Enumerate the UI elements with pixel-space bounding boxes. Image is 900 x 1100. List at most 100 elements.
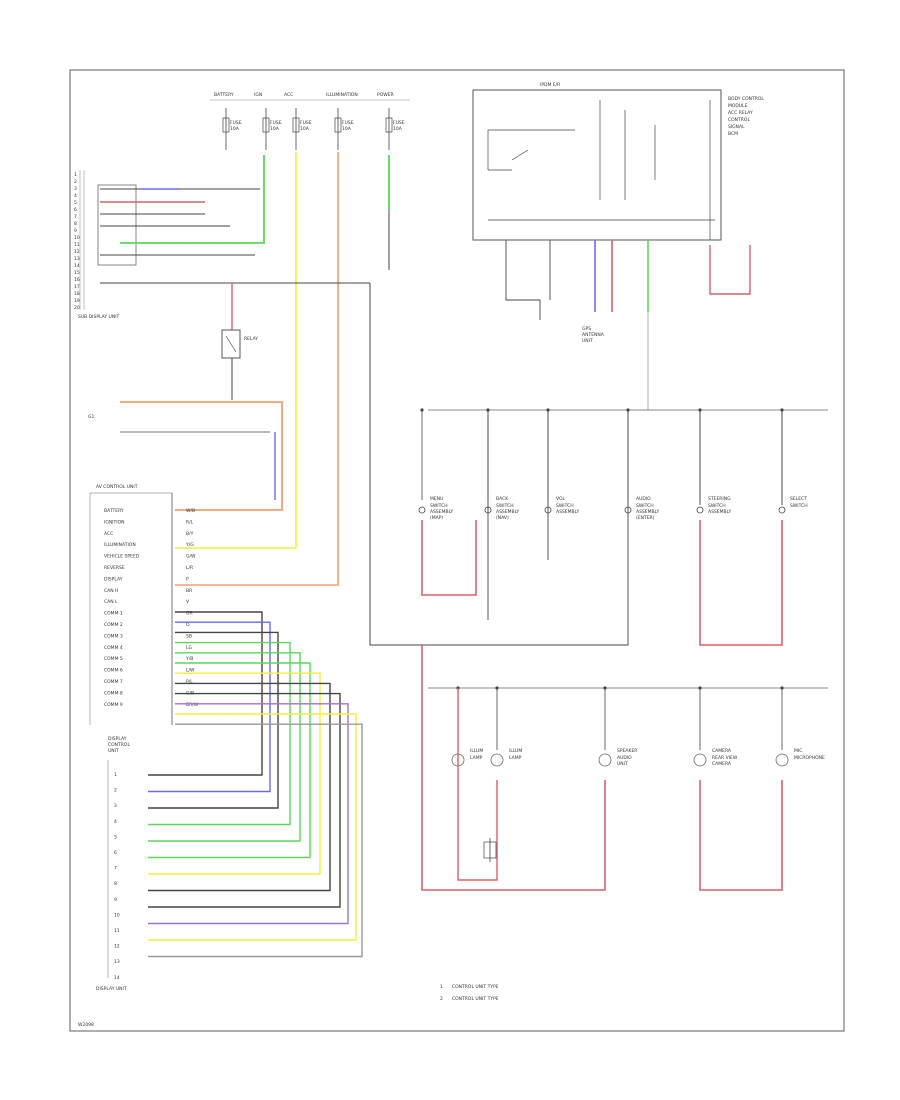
note-text: CONTROL UNIT TYPE	[452, 996, 499, 1002]
bottom-left-label: DISPLAY UNIT	[96, 986, 127, 992]
display-module-pin: 10	[114, 912, 120, 918]
top-right-title: IPDM E/R	[540, 82, 560, 88]
relay-label: RELAY	[244, 336, 258, 342]
gps-unit: GPS ANTENNA UNIT	[582, 326, 605, 344]
control-unit-pin-code: SB	[186, 633, 192, 639]
display-module-pin: 3	[114, 803, 117, 809]
left-pin-label: 10	[74, 235, 80, 241]
lamp-label: ILLUM	[470, 748, 483, 754]
display-module-pin: 9	[114, 897, 117, 903]
control-unit-pin-name: CAN L	[104, 599, 118, 605]
control-unit-pin-code: L/R	[186, 565, 193, 571]
fuse-label: IGN	[254, 92, 262, 98]
top-right-line: BCM	[728, 131, 738, 137]
top-right-line: SIGNAL	[728, 124, 745, 130]
lamp-label: CAMERA	[712, 748, 732, 754]
control-unit-pin-code: GR	[186, 611, 193, 617]
top-fuse-block: BATTERYFUSE10AIGNFUSE10AACCFUSE10AILLUMI…	[214, 92, 405, 150]
display-module-line-2: UNIT	[108, 748, 119, 754]
ground-label-top: G1	[88, 414, 94, 420]
control-unit-pin-name: IGNITION	[104, 519, 125, 525]
display-module-pin: 13	[114, 959, 120, 965]
control-unit-pin-code: L/W	[186, 668, 195, 674]
control-unit-pin-name: COMM 4	[104, 645, 123, 651]
control-unit-wire	[148, 652, 301, 842]
top-right-line: ACC RELAY	[728, 110, 753, 116]
left-pin-label: 5	[74, 200, 77, 206]
fuse-element	[385, 117, 393, 133]
relay: RELAY	[221, 329, 258, 400]
control-unit-wire	[148, 621, 271, 793]
control-unit-wire	[148, 682, 331, 892]
control-unit-pin-name: VEHICLE SPEED	[104, 554, 140, 560]
switch-label: AUDIO	[636, 496, 651, 502]
control-unit-pin-name: ILLUMINATION	[104, 542, 136, 548]
switch-desc: ASSEMBLY	[556, 509, 580, 515]
top-right-drops	[505, 240, 751, 410]
display-module-pin: 6	[114, 850, 117, 856]
left-pin-label: 4	[74, 193, 77, 199]
display-module-pin: 12	[114, 944, 120, 950]
fuse-element	[292, 117, 300, 133]
orange-feed: G1	[88, 401, 283, 511]
switch-desc: SWITCH	[556, 503, 574, 509]
switch-desc: SWITCH	[708, 503, 726, 509]
lamp-bulb	[693, 753, 707, 767]
lamp-ground-wiring	[421, 645, 783, 891]
switch-desc: ASSEMBLY	[430, 509, 454, 515]
control-unit-pin-code: R/L	[186, 519, 194, 525]
control-unit-pin-name: COMM 3	[104, 633, 123, 639]
control-unit-pin-code: BR	[186, 588, 192, 594]
control-unit-pin-code: P	[186, 576, 189, 582]
top-right-line: CONTROL	[728, 117, 750, 123]
fuse-word: FUSE	[393, 120, 405, 126]
fuse-label: ACC	[284, 92, 293, 98]
lamp-label: ILLUM	[509, 748, 522, 754]
gps-line-2: ANTENNA	[582, 332, 605, 338]
left-pin-label: 19	[74, 298, 80, 304]
fuse-label: BATTERY	[214, 92, 234, 98]
display-module-pin: 5	[114, 834, 117, 840]
left-pin-label: 9	[74, 228, 77, 234]
left-pin-label: 3	[74, 186, 77, 192]
control-unit-pin-code: V	[186, 599, 190, 605]
lamp-bulb	[775, 753, 789, 767]
control-unit-wires	[148, 611, 363, 958]
left-pin-label: 8	[74, 221, 77, 227]
switch-desc: (MAP)	[430, 515, 443, 521]
left-pin-label: 2	[74, 179, 77, 185]
control-unit-wire	[148, 641, 291, 826]
display-module-pin: 1	[114, 772, 117, 778]
left-pin-label: 6	[74, 207, 77, 213]
fuse-amps: 10A	[230, 126, 240, 132]
switch-desc: SWITCH	[790, 503, 808, 509]
control-unit-pin-name: ACC	[104, 531, 113, 537]
control-unit-wire	[148, 713, 357, 941]
control-unit-pin-name: DISPLAY	[104, 576, 123, 582]
lamp-desc: AUDIO	[617, 755, 632, 761]
lamp-row: ILLUMLAMPILLUMLAMPSPEAKERAUDIOUNITCAMERA…	[451, 686, 825, 767]
control-unit-pin-name: BATTERY	[104, 508, 124, 514]
note-text: CONTROL UNIT TYPE	[452, 984, 499, 990]
lamp-bulb	[490, 753, 504, 767]
left-pin-label: 7	[74, 214, 77, 220]
lamp-bulb	[598, 753, 612, 767]
display-module-pin: 4	[114, 819, 117, 825]
switch-label: MENU	[430, 496, 443, 502]
control-unit-wire	[148, 723, 363, 958]
left-pin-label: 16	[74, 277, 80, 283]
left-connector: SUB DISPLAY UNIT	[78, 170, 137, 320]
display-module: DISPLAY CONTROL UNIT DISPLAY UNIT	[96, 736, 130, 992]
gps-line-1: GPS	[582, 326, 591, 332]
fuse-amps: 10A	[270, 126, 280, 132]
display-module-pin: 2	[114, 788, 117, 794]
top-left-wiring	[100, 152, 422, 646]
display-module-pin: 14	[114, 975, 120, 981]
switch-contact	[696, 506, 704, 514]
switch-desc: ASSEMBLY	[636, 509, 660, 515]
display-module-pin: 11	[114, 928, 120, 934]
lamp-label: SPEAKER	[617, 748, 637, 754]
